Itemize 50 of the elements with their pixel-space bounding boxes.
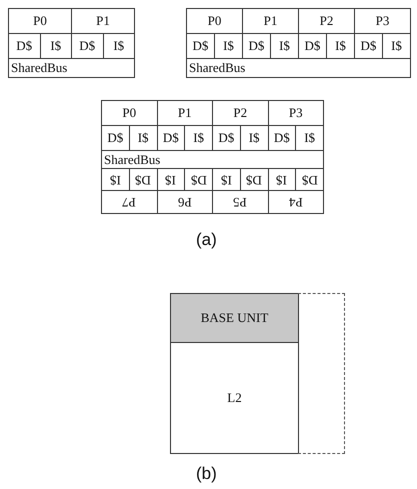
cache-label: I$ [391,38,402,54]
processor-label: P3 [376,13,390,29]
dashed-block [298,293,345,454]
processor-label: P0 [208,13,222,29]
bus-label: SharedBus [11,60,68,76]
base-unit-block: BASE UNIT [170,293,299,343]
cache-label: I$ [193,130,204,146]
cache-label: I$ [335,38,346,54]
figure-caption: (b) [196,464,217,484]
cache-label: D$ [190,172,207,188]
cache-label: D$ [248,38,264,54]
cache-label: I$ [110,172,121,188]
cache-label: D$ [16,38,32,54]
processor-label: P2 [233,105,248,121]
cache-label: D$ [360,38,376,54]
cache-label: D$ [274,130,290,146]
cache-label: I$ [165,172,176,188]
processor-label: P0 [33,13,47,29]
cache-label: I$ [50,38,62,54]
processor-label: P1 [264,13,278,29]
bus-label: SharedBus [104,152,160,168]
cache-label: D$ [192,38,208,54]
cache-label: I$ [113,38,124,54]
processor-label: P5 [233,194,248,210]
cache-label: I$ [223,38,234,54]
l2-block: L2 [170,342,299,454]
cache-label: D$ [79,38,96,54]
cache-label: I$ [279,38,290,54]
bus-label: SharedBus [189,60,246,76]
figure-caption: (a) [196,230,217,250]
cache-label: D$ [246,172,262,188]
processor-label: P1 [178,105,192,121]
cache-label: D$ [162,130,179,146]
cache-label: I$ [276,172,288,188]
cache-label: D$ [218,130,234,146]
processor-label: P3 [288,105,303,121]
processor-label: P6 [178,194,192,210]
processor-label: P1 [96,13,110,29]
processor-label: P7 [122,194,136,210]
cache-label: I$ [304,130,316,146]
cache-label: I$ [138,130,149,146]
cache-label: I$ [248,130,260,146]
cache-label: D$ [135,172,152,188]
cache-label: I$ [220,172,232,188]
cache-label: D$ [107,130,124,146]
processor-label: P0 [122,105,136,121]
processor-label: P2 [320,13,334,29]
cache-label: D$ [304,38,320,54]
processor-label: P4 [288,194,303,210]
cache-label: D$ [302,172,318,188]
